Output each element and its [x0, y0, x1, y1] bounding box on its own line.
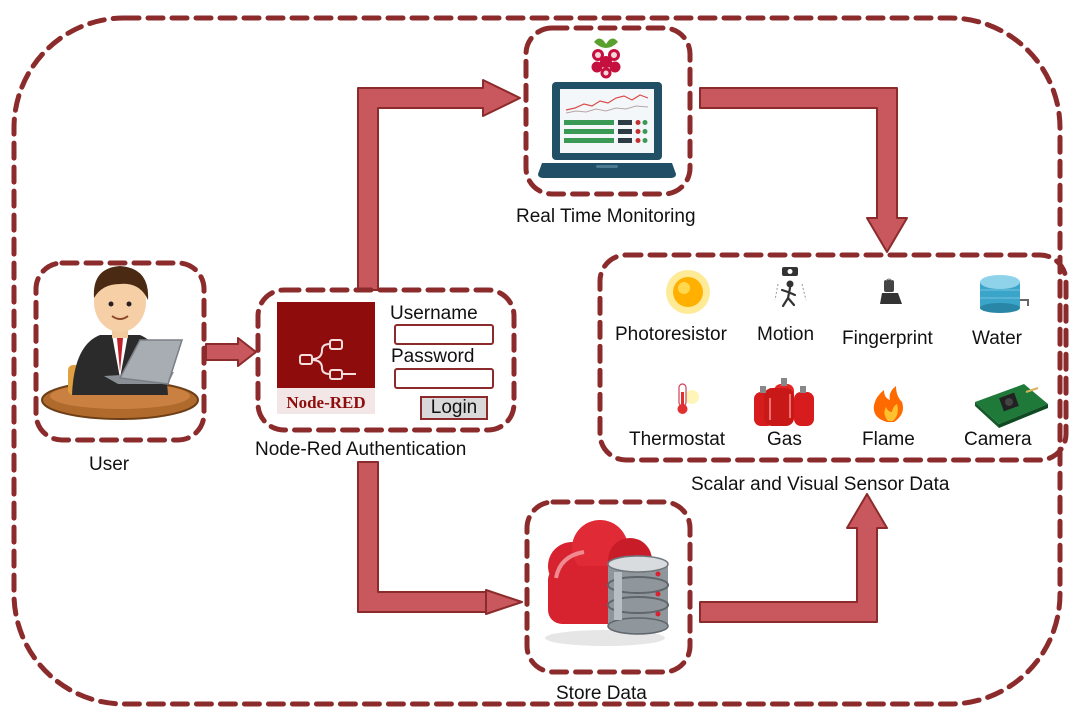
password-input[interactable]	[394, 368, 494, 389]
arrow-auth-to-monitoring	[357, 79, 521, 291]
sensor-label-fingerprint: Fingerprint	[842, 328, 933, 349]
camera-module-icon	[975, 384, 1048, 428]
sensor-label-camera: Camera	[964, 429, 1032, 450]
arrow-store-to-sensors	[699, 493, 888, 623]
monitoring-label: Real Time Monitoring	[516, 206, 696, 227]
arrow-user-to-auth	[205, 337, 257, 367]
auth-box	[255, 287, 517, 433]
outer-frame	[11, 15, 1063, 707]
store-box	[524, 499, 693, 675]
auth-label: Node-Red Authentication	[255, 439, 467, 460]
raspberry-pi-icon	[591, 38, 621, 79]
username-label: Username	[390, 303, 478, 324]
sensor-label-gas: Gas	[767, 429, 802, 450]
sensor-label-photoresistor: Photoresistor	[615, 324, 727, 345]
node-red-logo-text: Node-RED	[286, 393, 365, 412]
sensor-label-thermostat: Thermostat	[629, 429, 726, 450]
cloud-database-icon	[545, 520, 669, 646]
arrow-auth-to-store	[357, 461, 523, 615]
thermometer-icon	[677, 383, 699, 414]
login-button[interactable]: Login	[420, 396, 488, 420]
database-stack	[607, 555, 669, 635]
user-at-laptop-icon	[41, 266, 199, 420]
fingerprint-icon	[880, 278, 902, 304]
user-label: User	[89, 454, 130, 475]
user-box	[33, 260, 207, 443]
water-tank-icon	[980, 275, 1029, 313]
gas-cylinder-icon	[754, 378, 814, 426]
sensor-label-flame: Flame	[862, 429, 915, 450]
monitoring-box	[523, 25, 693, 197]
sensors-box	[597, 252, 1069, 463]
flame-icon	[873, 386, 903, 422]
sensor-label-water: Water	[972, 328, 1022, 349]
node-red-logo: Node-RED	[277, 302, 375, 414]
sensors-label: Scalar and Visual Sensor Data	[691, 474, 950, 495]
username-input[interactable]	[394, 324, 494, 345]
sun-icon	[666, 270, 710, 314]
laptop-dashboard-icon	[538, 82, 676, 178]
password-label: Password	[391, 346, 475, 367]
motion-sensor-icon	[774, 267, 807, 308]
sensor-label-motion: Motion	[757, 324, 815, 345]
arrow-monitoring-to-sensors	[699, 87, 908, 253]
store-label: Store Data	[556, 683, 647, 704]
